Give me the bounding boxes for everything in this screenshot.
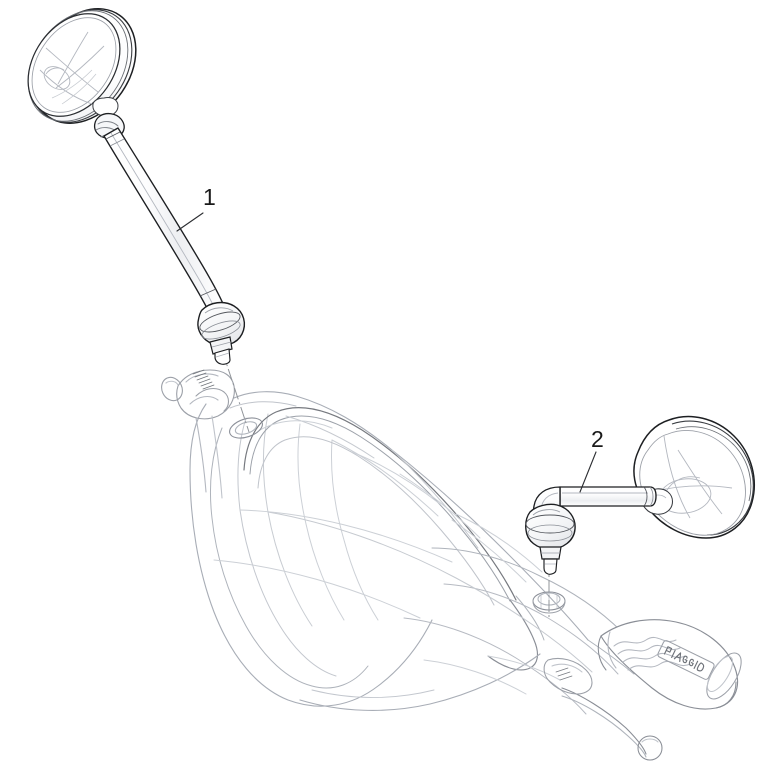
callout-label-2: 2 bbox=[591, 426, 604, 452]
centerline-left bbox=[221, 349, 250, 433]
right-grip-group bbox=[543, 619, 742, 761]
left-mirror-head bbox=[27, 8, 137, 124]
right-rear-view-mirror bbox=[525, 415, 755, 575]
callout-label-1: 1 bbox=[203, 184, 216, 210]
right-mirror-stem bbox=[559, 486, 657, 507]
callout-leaders bbox=[176, 212, 597, 493]
leader-line-2 bbox=[579, 451, 597, 493]
right-mirror-ball-joint bbox=[525, 503, 576, 575]
leader-line-1 bbox=[176, 212, 204, 232]
handlebar-cover-group bbox=[189, 391, 635, 715]
left-mirror-stem bbox=[103, 127, 225, 313]
right-mirror-head bbox=[633, 415, 755, 539]
left-mount-boss bbox=[161, 369, 263, 499]
left-mirror-ball-joint bbox=[197, 301, 246, 365]
grip-brand-emboss bbox=[657, 640, 715, 680]
assembly-centerlines bbox=[221, 349, 550, 618]
left-rear-view-mirror bbox=[27, 8, 246, 365]
